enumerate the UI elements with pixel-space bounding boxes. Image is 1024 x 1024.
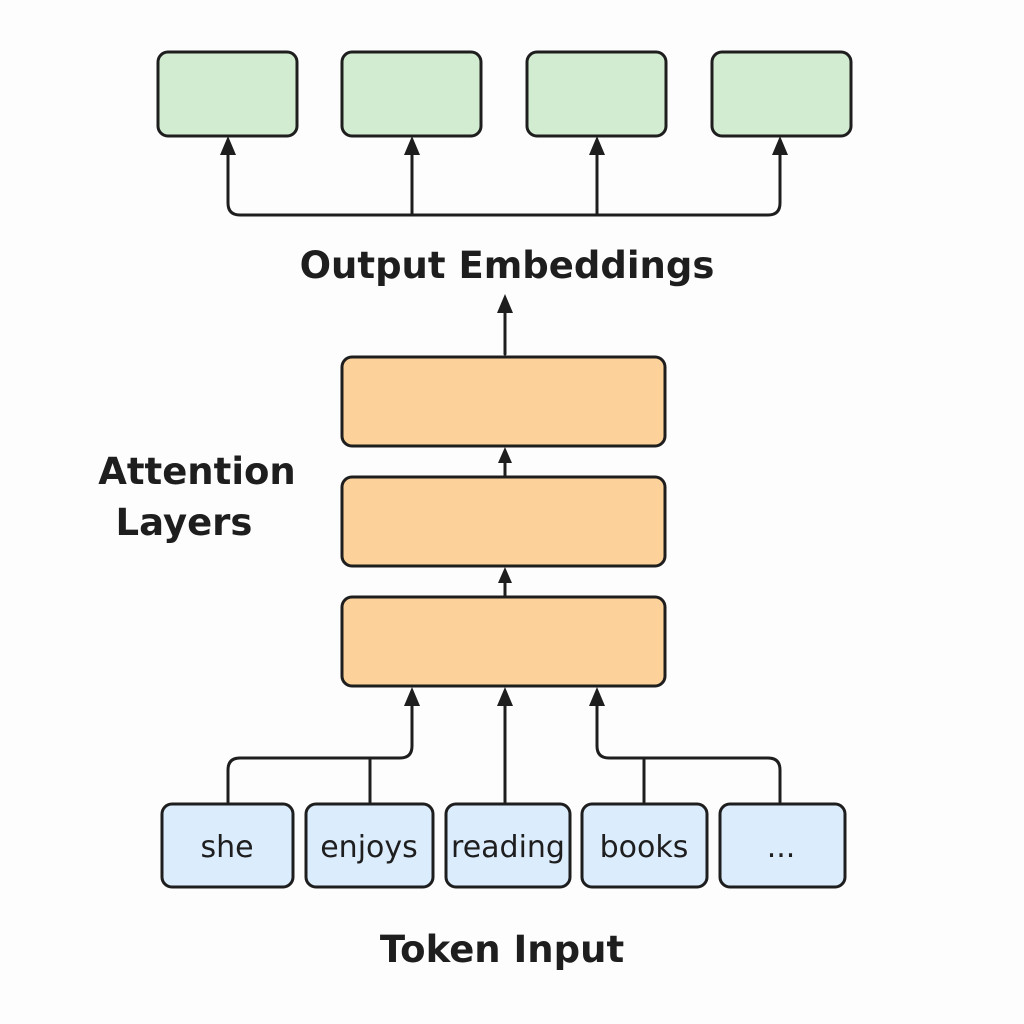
token-box-5 xyxy=(718,802,847,889)
attention-layer-2 xyxy=(340,475,667,568)
attention-layer-stack xyxy=(340,355,667,688)
arrowhead-icon xyxy=(498,567,512,583)
token-to-layer-connectors xyxy=(226,687,782,804)
token-label-5: ... xyxy=(767,830,796,865)
arrowhead-icon xyxy=(589,136,605,155)
output-embeddings-label: Output Embeddings xyxy=(300,244,715,287)
arrowhead-icon xyxy=(589,687,605,706)
output-fanout-connector xyxy=(220,136,788,217)
token-box-3 xyxy=(444,802,572,889)
output-embedding-box-3 xyxy=(525,50,668,138)
arrowhead-icon xyxy=(498,447,512,463)
token-box-1 xyxy=(160,802,295,889)
arrowhead-icon xyxy=(220,136,236,155)
output-embedding-boxes xyxy=(156,50,853,138)
arrowhead-icon xyxy=(497,687,513,706)
output-embedding-box-2 xyxy=(340,50,483,138)
token-row: she enjoys reading books ... xyxy=(160,802,847,889)
arrowhead-icon xyxy=(404,136,420,155)
output-embedding-box-1 xyxy=(156,50,299,138)
layer-to-output-arrow xyxy=(497,294,513,356)
token-label-3: reading xyxy=(451,830,565,865)
output-embedding-box-4 xyxy=(710,50,853,138)
attention-layers-label-line2: Layers xyxy=(116,501,253,544)
token-box-2 xyxy=(304,802,435,889)
attention-layer-1 xyxy=(340,595,667,688)
arrowhead-icon xyxy=(772,136,788,155)
token-label-4: books xyxy=(600,830,689,865)
arrowhead-icon xyxy=(404,687,420,706)
inter-layer-arrows xyxy=(498,447,512,598)
token-input-label: Token Input xyxy=(380,928,624,971)
attention-layer-3 xyxy=(340,355,667,448)
token-label-1: she xyxy=(200,830,253,865)
arrowhead-icon xyxy=(497,294,513,313)
attention-layers-label-line1: Attention xyxy=(98,450,296,493)
token-box-4 xyxy=(580,802,709,889)
token-label-2: enjoys xyxy=(320,830,418,865)
